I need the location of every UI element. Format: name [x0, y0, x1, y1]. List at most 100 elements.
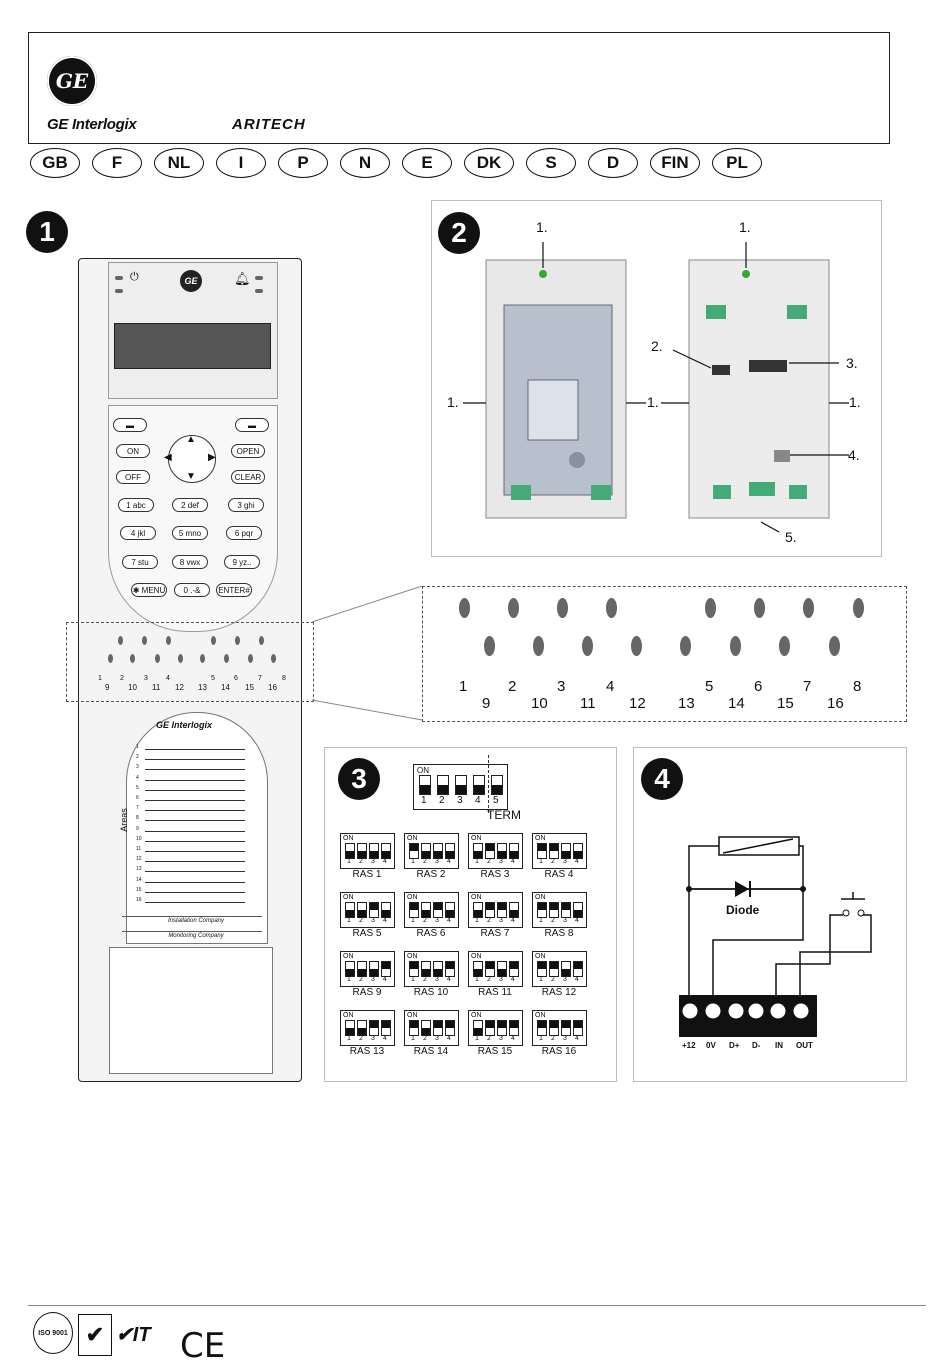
menu-key[interactable]: ✱ MENU	[131, 583, 167, 597]
soft-key-right[interactable]: ▬	[235, 418, 269, 432]
dip-switch-3	[561, 843, 571, 859]
small-led-number-bottom: 9	[105, 683, 110, 692]
language-tab-n[interactable]: N	[340, 148, 390, 178]
dip-switch-2	[549, 961, 559, 977]
dip-switch-4	[445, 1020, 455, 1036]
small-led-number-top: 6	[234, 675, 238, 682]
installation-line	[122, 916, 262, 917]
zone-led-enlarged	[853, 598, 864, 618]
area-row-number: 9	[136, 825, 139, 832]
enlarged-led-number-bottom: 13	[678, 695, 695, 712]
switch-knob	[422, 851, 430, 858]
language-tab-pl[interactable]: PL	[712, 148, 762, 178]
dip-switch-number: 2	[551, 917, 555, 924]
key-6[interactable]: 6 pqr	[226, 526, 262, 540]
off-key[interactable]: OFF	[116, 470, 150, 484]
area-row-line	[145, 861, 245, 863]
on-key[interactable]: ON	[116, 444, 150, 458]
language-tab-gb[interactable]: GB	[30, 148, 80, 178]
switch-knob	[434, 969, 442, 976]
arrow-down-icon[interactable]: ▼	[186, 471, 196, 482]
soft-key-left[interactable]: ▬	[113, 418, 147, 432]
dip-switch-number: 1	[475, 976, 479, 983]
language-tab-e[interactable]: E	[402, 148, 452, 178]
callout-3: 3.	[846, 355, 858, 371]
area-row-line	[145, 789, 245, 791]
key-8[interactable]: 8 vwx	[172, 555, 208, 569]
dip-switch-1	[345, 843, 355, 859]
callout-2: 2.	[651, 338, 663, 354]
navigation-pad[interactable]	[168, 435, 216, 483]
area-row-line	[145, 800, 245, 801]
enter-key[interactable]: ENTER#	[216, 583, 252, 597]
zone-led-small	[271, 654, 276, 663]
dip-on-label: ON	[535, 894, 546, 901]
switch-knob	[382, 851, 390, 858]
arrow-right-icon[interactable]: ▶	[208, 452, 216, 463]
arrow-up-icon[interactable]: ▲	[186, 434, 196, 445]
language-tab-nl[interactable]: NL	[154, 148, 204, 178]
dip-switch-4	[509, 902, 519, 918]
dip-switch-number: 3	[563, 858, 567, 865]
dip-switch-number: 1	[411, 976, 415, 983]
installation-company-label: Installation Company	[167, 918, 225, 924]
dip-switch-4	[509, 961, 519, 977]
switch-knob	[358, 910, 366, 917]
dip-switch-3	[497, 843, 507, 859]
language-tab-dk[interactable]: DK	[464, 148, 514, 178]
zone-led-enlarged	[631, 636, 642, 656]
switch-knob	[456, 785, 466, 794]
area-row-line	[145, 779, 245, 781]
dip-switch-3	[497, 961, 507, 977]
dip-on-label: ON	[407, 1012, 418, 1019]
dip-on-label: ON	[343, 894, 354, 901]
small-led-number-bottom: 14	[221, 683, 230, 692]
ras-label: RAS 12	[541, 987, 577, 998]
key-4[interactable]: 4 jkl	[120, 526, 156, 540]
terminal-in: IN	[775, 1041, 783, 1050]
dip-switch-2	[549, 843, 559, 859]
key-3[interactable]: 3 ghi	[228, 498, 264, 512]
switch-knob	[370, 1021, 378, 1028]
key-7[interactable]: 7 stu	[122, 555, 158, 569]
language-tab-fin[interactable]: FIN	[650, 148, 700, 178]
dip-switch-2	[421, 843, 431, 859]
dip-switch-number: 3	[371, 917, 375, 924]
language-tab-i[interactable]: I	[216, 148, 266, 178]
language-tab-p[interactable]: P	[278, 148, 328, 178]
ge-logo: GE	[47, 56, 97, 106]
area-row-line	[145, 902, 245, 903]
dip-switch-number: 4	[383, 917, 387, 924]
switch-knob	[346, 969, 354, 976]
area-row-number: 13	[136, 866, 142, 873]
key-1[interactable]: 1 abc	[118, 498, 154, 512]
arrow-left-icon[interactable]: ◀	[164, 452, 172, 463]
zone-led-small	[155, 654, 160, 663]
clear-key[interactable]: CLEAR	[231, 470, 265, 484]
key-0[interactable]: 0 .-&	[174, 583, 210, 597]
ras-label: RAS 6	[416, 928, 446, 939]
zone-led-enlarged	[803, 598, 814, 618]
monitoring-line	[122, 931, 262, 932]
language-tab-f[interactable]: F	[92, 148, 142, 178]
key-5[interactable]: 5 mno	[172, 526, 208, 540]
language-tab-d[interactable]: D	[588, 148, 638, 178]
dip-switch-2	[357, 843, 367, 859]
dip-switch-1	[473, 843, 483, 859]
key-2[interactable]: 2 def	[172, 498, 208, 512]
switch-knob	[382, 1021, 390, 1028]
enlarged-led-number-bottom: 11	[580, 695, 596, 712]
switch-knob	[420, 785, 430, 794]
open-key[interactable]: OPEN	[231, 444, 265, 458]
zone-led-enlarged	[484, 636, 495, 656]
key-9[interactable]: 9 yz..	[224, 555, 260, 569]
diode-label: Diode	[726, 903, 760, 917]
led-strip-highlight	[66, 622, 314, 702]
dip-switch-number: 3	[499, 1035, 503, 1042]
dip-switch-number: 1	[539, 1035, 543, 1042]
language-tab-s[interactable]: S	[526, 148, 576, 178]
